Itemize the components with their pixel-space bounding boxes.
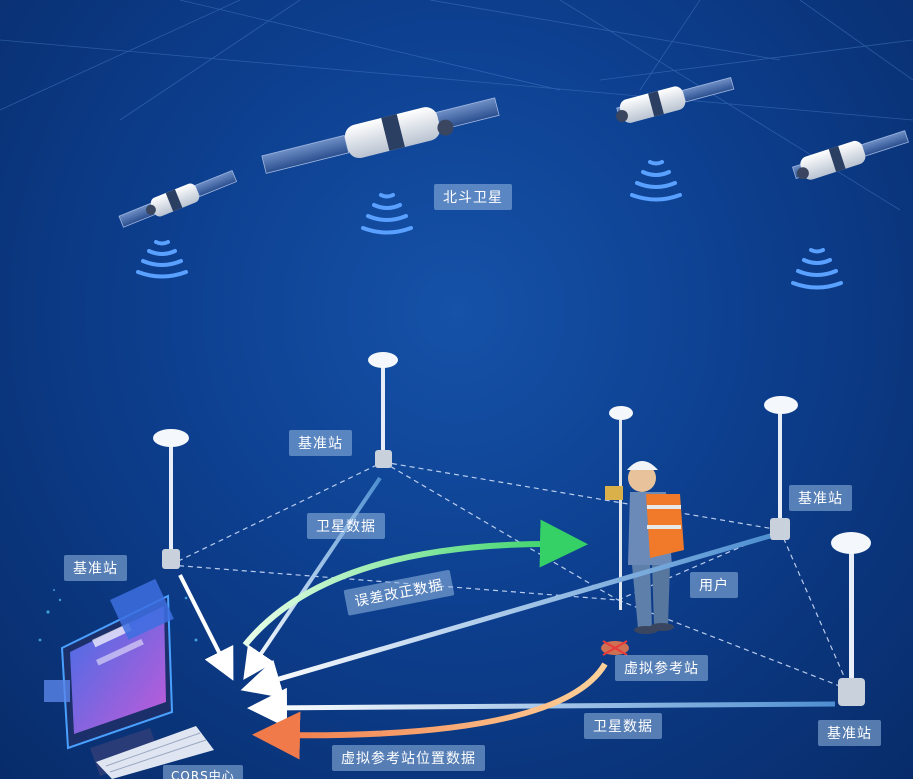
user-data-arrow bbox=[240, 533, 771, 699]
vrs-position-data-label: 虚拟参考站位置数据 bbox=[332, 745, 485, 771]
satellite-data-lower-label: 卫星数据 bbox=[584, 713, 662, 739]
computer-icon bbox=[44, 578, 174, 776]
satellite-icon bbox=[791, 130, 909, 180]
particles bbox=[38, 589, 198, 642]
signal-icon bbox=[361, 193, 413, 235]
virtual-reference-station-label: 虚拟参考站 bbox=[615, 655, 708, 681]
beidou-satellite-label: 北斗卫星 bbox=[434, 184, 512, 210]
virtual-station-marker bbox=[601, 640, 629, 656]
cors-center-label: CORS中心 bbox=[163, 765, 243, 779]
signal-icon bbox=[791, 248, 843, 290]
signal-icon bbox=[136, 240, 188, 279]
correction-arrow bbox=[242, 519, 588, 647]
satellite-icon bbox=[118, 169, 238, 228]
surveyor-icon bbox=[605, 406, 684, 634]
sky-network bbox=[0, 0, 913, 211]
base-station-bottom-right-label: 基准站 bbox=[818, 720, 881, 746]
antenna-icon bbox=[831, 532, 871, 706]
base-left-arrow bbox=[178, 574, 234, 681]
base-station-top-label: 基准站 bbox=[289, 430, 352, 456]
vrs-position-arrow bbox=[252, 662, 608, 760]
station-network bbox=[169, 461, 851, 691]
satellite-data-upper-label: 卫星数据 bbox=[307, 513, 385, 539]
antenna-icon bbox=[764, 396, 798, 540]
antenna-icon bbox=[153, 429, 189, 569]
satellite-icon bbox=[261, 97, 500, 174]
satellite-icon bbox=[615, 77, 735, 123]
base-station-right-label: 基准站 bbox=[789, 485, 852, 511]
satellite-data-arrow-top bbox=[243, 476, 382, 680]
keyboard-icon bbox=[96, 726, 214, 779]
signal-icon bbox=[630, 160, 682, 202]
user-label: 用户 bbox=[690, 572, 738, 598]
base-station-left-label: 基准站 bbox=[64, 555, 127, 581]
antenna-icon bbox=[368, 352, 398, 468]
